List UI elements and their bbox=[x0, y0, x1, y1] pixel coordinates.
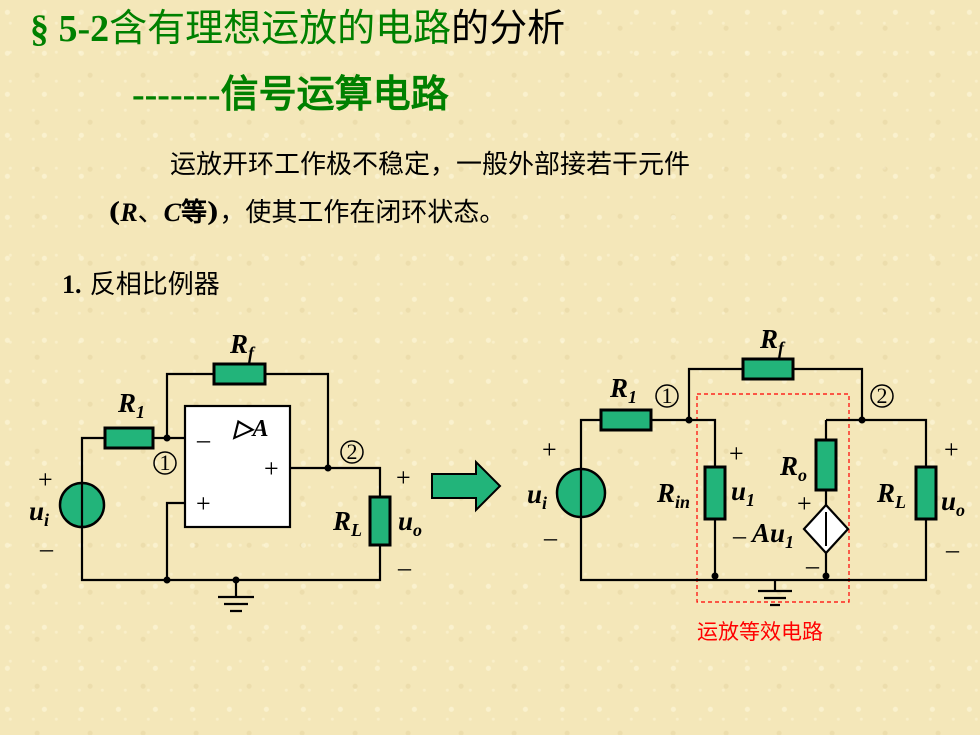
label-rf-eq: Rf bbox=[759, 324, 786, 358]
uo-minus: – bbox=[397, 553, 412, 582]
resistor-rf-eq bbox=[741, 357, 795, 381]
subtitle-text: 信号运算电路 bbox=[220, 71, 449, 116]
section-heading-label: 反相比例器 bbox=[89, 270, 220, 300]
label-rin: Rin bbox=[656, 478, 690, 512]
node-1-eq-marker bbox=[655, 384, 679, 408]
label-uo: uo bbox=[398, 506, 422, 540]
paragraph-line-2: (R、C等)，使其工作在闭环状态。 bbox=[108, 196, 505, 230]
paren-open: ( bbox=[108, 198, 121, 228]
opamp-equivalent-box bbox=[696, 393, 850, 603]
page-subtitle: -------信号运算电路 bbox=[132, 70, 449, 119]
u1-minus: – bbox=[732, 521, 747, 550]
node-2-eq-label: 2 bbox=[877, 383, 888, 408]
title-highlight: 含有理想运放的电路 bbox=[109, 6, 452, 50]
title-rest: 的分析 bbox=[451, 6, 566, 50]
equivalent-circuit-caption: 运放等效电路 bbox=[697, 620, 823, 644]
opamp-box bbox=[183, 404, 292, 529]
resistor-rin bbox=[703, 465, 727, 521]
opamp-plus-input: + bbox=[196, 489, 211, 518]
ui-plus: + bbox=[38, 465, 53, 494]
subtitle-dashes: ------- bbox=[132, 74, 221, 116]
opamp-symbol: ▷A bbox=[232, 416, 268, 442]
left-circuit: – ▷A + + Rf R1 RL uo ui + – + – 1 2 bbox=[29, 329, 422, 613]
section-heading: 1. 反相比例器 bbox=[62, 268, 220, 302]
label-rl: RL bbox=[332, 506, 362, 540]
section-heading-number: 1. bbox=[62, 270, 82, 299]
label-uo-eq: uo bbox=[941, 486, 965, 520]
page-title: § 5-2含有理想运放的电路的分析 bbox=[30, 4, 565, 53]
label-r1: R1 bbox=[117, 388, 145, 422]
resistor-rl bbox=[368, 495, 392, 547]
opamp-minus-input: – bbox=[196, 425, 211, 454]
node-2-marker bbox=[340, 440, 364, 464]
label-r1-eq: R1 bbox=[609, 373, 637, 407]
resistor-r1-eq bbox=[599, 408, 653, 432]
label-ro: Ro bbox=[779, 451, 807, 485]
resistor-rl-eq bbox=[914, 465, 938, 521]
node-1-eq-label: 1 bbox=[662, 383, 673, 408]
node-2-eq-marker bbox=[870, 384, 894, 408]
label-rf: Rf bbox=[229, 329, 256, 363]
resistor-rf bbox=[212, 362, 267, 386]
resistor-r1 bbox=[103, 426, 155, 450]
symbol-r: R bbox=[120, 198, 138, 227]
resistor-ro bbox=[814, 438, 838, 492]
au1-plus: + bbox=[797, 489, 812, 518]
node-2-label: 2 bbox=[347, 439, 358, 464]
label-au1: Au1 bbox=[750, 518, 794, 552]
symbol-c: C bbox=[163, 198, 182, 227]
label-rl-eq: RL bbox=[876, 478, 906, 512]
uo-eq-plus: + bbox=[944, 435, 959, 464]
ui-eq-plus: + bbox=[542, 435, 557, 464]
ui-minus: – bbox=[39, 534, 54, 563]
uo-plus: + bbox=[396, 463, 411, 492]
separator: 、 bbox=[137, 198, 164, 228]
label-ui: ui bbox=[29, 496, 49, 530]
deng-text: 等) bbox=[181, 198, 220, 228]
right-circuit: Rf R1 Rin u1 Ro Au1 RL uo ui + – + – + –… bbox=[527, 324, 965, 644]
label-u1: u1 bbox=[731, 476, 755, 510]
opamp-plus-output: + bbox=[264, 454, 279, 483]
au1-minus: – bbox=[805, 551, 820, 580]
uo-eq-minus: – bbox=[945, 535, 960, 564]
paragraph-tail: ，使其工作在闭环状态。 bbox=[219, 198, 506, 228]
node-1-marker bbox=[153, 451, 177, 475]
transform-arrow bbox=[431, 459, 502, 513]
u1-plus: + bbox=[729, 439, 744, 468]
node-1-label: 1 bbox=[160, 450, 171, 475]
label-ui-eq: ui bbox=[527, 479, 547, 513]
ui-eq-minus: – bbox=[543, 523, 558, 552]
section-number: § 5-2 bbox=[30, 8, 110, 50]
paragraph-line-1: 运放开环工作极不稳定，一般外部接若干元件 bbox=[170, 150, 691, 180]
